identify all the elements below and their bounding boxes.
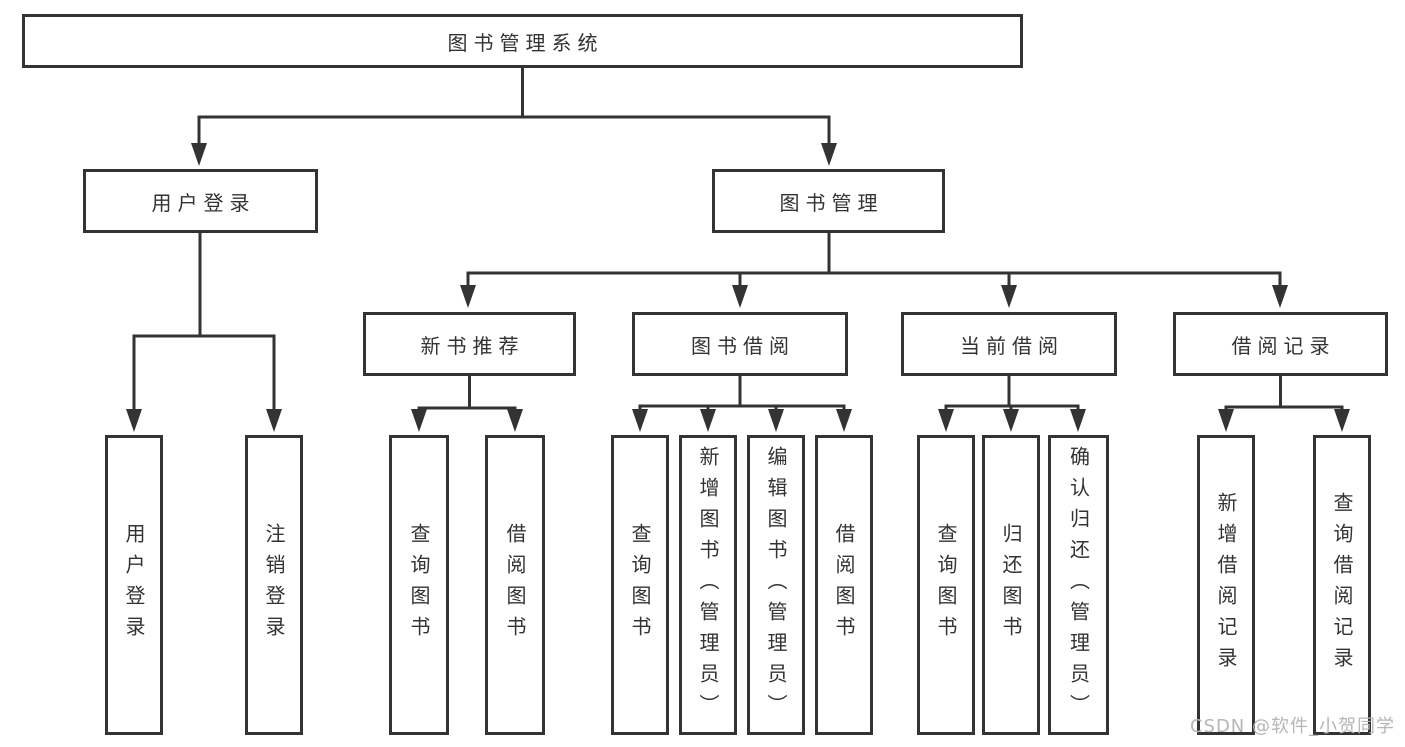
leaf-borrow-add-book-label: 新增图书（管理员） xyxy=(696,445,720,725)
arrowheads xyxy=(126,143,1350,432)
leaf-logout-label: 注销登录 xyxy=(262,523,286,647)
leaf-recommend-query-book: 查询图书 xyxy=(389,435,449,735)
leaf-borrow-query-book: 查询图书 xyxy=(611,435,669,735)
node-borrow-records-label: 借阅记录 xyxy=(1231,333,1336,358)
leaf-recommend-query-book-label: 查询图书 xyxy=(407,523,431,647)
leaf-borrow-edit-book-label: 编辑图书（管理员） xyxy=(764,445,788,725)
node-book-borrow: 图书借阅 xyxy=(632,312,848,376)
node-new-book-recommend-label: 新书推荐 xyxy=(420,333,525,358)
leaf-current-query-book-label: 查询图书 xyxy=(934,523,958,647)
leaf-records-add-record-label: 新增借阅记录 xyxy=(1214,492,1238,678)
leaf-records-query-record-label: 查询借阅记录 xyxy=(1330,492,1354,678)
node-current-borrow: 当前借阅 xyxy=(901,312,1117,376)
leaf-borrow-query-book-label: 查询图书 xyxy=(628,523,652,647)
leaf-records-add-record: 新增借阅记录 xyxy=(1197,435,1255,735)
leaf-borrow-borrow-book-label: 借阅图书 xyxy=(832,523,856,647)
leaf-records-query-record: 查询借阅记录 xyxy=(1313,435,1371,735)
leaf-current-return-book: 归还图书 xyxy=(982,435,1040,735)
leaf-logout: 注销登录 xyxy=(245,435,303,735)
leaf-recommend-borrow-book: 借阅图书 xyxy=(485,435,545,735)
leaf-borrow-edit-book: 编辑图书（管理员） xyxy=(747,435,805,735)
node-new-book-recommend: 新书推荐 xyxy=(363,312,576,376)
node-root: 图书管理系统 xyxy=(22,14,1023,68)
leaf-current-confirm-return-label: 确认归还（管理员） xyxy=(1066,445,1091,725)
leaf-borrow-add-book: 新增图书（管理员） xyxy=(679,435,737,735)
leaf-borrow-borrow-book: 借阅图书 xyxy=(815,435,873,735)
node-book-management: 图书管理 xyxy=(712,169,945,233)
leaf-user-login-label: 用户登录 xyxy=(122,523,146,647)
leaf-current-confirm-return: 确认归还（管理员） xyxy=(1048,435,1109,735)
node-book-borrow-label: 图书借阅 xyxy=(691,333,795,358)
leaf-recommend-borrow-book-label: 借阅图书 xyxy=(503,523,527,647)
node-borrow-records: 借阅记录 xyxy=(1173,312,1388,376)
node-user-login-label: 用户登录 xyxy=(151,190,256,215)
node-user-login: 用户登录 xyxy=(83,169,318,233)
node-current-borrow-label: 当前借阅 xyxy=(960,333,1064,358)
leaf-current-return-book-label: 归还图书 xyxy=(999,523,1023,647)
node-root-label: 图书管理系统 xyxy=(447,30,604,55)
leaf-user-login: 用户登录 xyxy=(105,435,163,735)
leaf-current-query-book: 查询图书 xyxy=(917,435,975,735)
watermark: CSDN @软件_小贺同学 xyxy=(1189,716,1395,737)
node-book-management-label: 图书管理 xyxy=(779,190,884,215)
